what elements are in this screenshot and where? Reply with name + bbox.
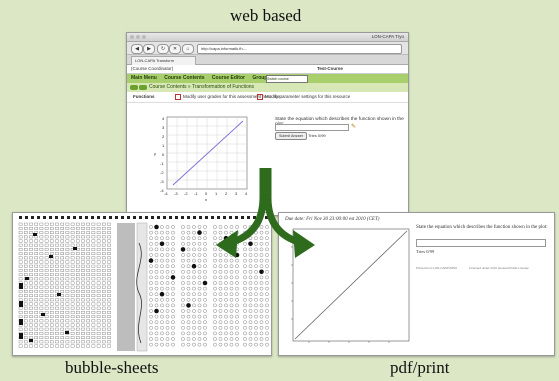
y-tick: -1	[160, 161, 164, 166]
tab-strip: LON-CAPA Transform	[127, 55, 408, 65]
reload-button: ↻	[157, 44, 169, 54]
option-modify-grades: Modify user grades for this assessment r…	[175, 92, 280, 102]
bubble-sheet-image	[12, 212, 272, 356]
x-axis-label: x	[205, 197, 207, 201]
url-bar: http://capa.informatik.fh-...	[197, 44, 402, 54]
answer-input	[275, 124, 349, 131]
x-tick: 2	[225, 191, 228, 196]
breadcrumb: Course Contents » Transformation of Func…	[127, 83, 408, 92]
arrowhead-right-icon	[293, 230, 315, 258]
y-tick: 1	[162, 143, 165, 148]
y-axis-label: y	[154, 151, 156, 156]
tries-counter: Tries 0/99	[308, 133, 326, 138]
pdf-function-plot	[291, 228, 410, 343]
pdf-due-date: Due date: Fri Nov 30 23:00:00 est 2010 (…	[285, 217, 380, 222]
functions-label: Functions	[133, 94, 155, 99]
y-tick: -2	[160, 170, 164, 175]
x-tick: 0	[205, 191, 208, 196]
y-tick: 0	[162, 152, 165, 157]
option-modify-parameters: Modify parameter settings for this resou…	[257, 92, 350, 102]
back-button: ◀	[131, 44, 143, 54]
home-button: ⌂	[182, 44, 194, 54]
grades-icon	[175, 93, 181, 100]
pdf-footer-right: Licensed under GNU General Public Licens…	[469, 266, 529, 270]
pdf-print-preview: Due date: Fri Nov 30 23:00:00 est 2010 (…	[278, 212, 555, 356]
window-controls	[130, 35, 148, 40]
x-tick: -3	[174, 191, 178, 196]
x-tick: 4	[245, 191, 248, 196]
functions-bar: Functions Modify user grades for this as…	[127, 92, 408, 103]
x-tick: 3	[235, 191, 238, 196]
back-arrow-icon	[130, 85, 138, 90]
pdf-footer-left: Printed from LON-CAPA©MSU	[416, 266, 458, 270]
stop-button: ✕	[169, 44, 181, 54]
web-function-plot: 4 3 2 1 0 -1 -2 -3 -4 y -4 -3 -2 -1 0 1 …	[154, 116, 248, 201]
arrow-to-pdf	[264, 168, 307, 248]
bubble-sheet-drawing	[18, 216, 269, 352]
x-tick: -4	[164, 191, 168, 196]
course-bar: (Course Coordinator) Test-Course	[127, 65, 408, 74]
x-tick: 1	[215, 191, 218, 196]
browser-toolbar: ◀ ▶ ↻ ✕ ⌂ http://capa.informatik.fh-...	[127, 42, 408, 55]
y-tick: 4	[162, 116, 165, 121]
arrow-to-bubble-sheets	[224, 168, 267, 248]
close-window-icon	[130, 35, 134, 39]
caption-pdf-print: pdf/print	[390, 358, 450, 377]
option-modify-grades-label: Modify user grades for this assessment r…	[183, 94, 281, 99]
window-titlebar: LON-CAPA Tryo	[127, 33, 408, 42]
main-menubar: Main Menu Course Contents Course Editor …	[127, 74, 408, 83]
y-tick: -4	[160, 188, 164, 193]
parameters-icon	[257, 93, 263, 100]
handwritten-signature	[136, 242, 142, 344]
browser-tab: LON-CAPA Transform	[131, 56, 196, 65]
submit-answer-button: Submit Answer	[275, 132, 307, 140]
breadcrumb-text: Course Contents » Transformation of Func…	[149, 84, 255, 90]
y-tick: 2	[162, 134, 165, 139]
option-modify-parameters-label: Modify parameter settings for this resou…	[265, 94, 351, 99]
maximize-window-icon	[142, 35, 146, 39]
pdf-tries: Tries 0/99	[416, 249, 435, 254]
forward-button: ▶	[143, 44, 155, 54]
minimize-window-icon	[136, 35, 140, 39]
pdf-function-line	[294, 230, 408, 340]
menu-course-contents: Course Contents	[164, 75, 205, 81]
browser-screenshot: LON-CAPA Tryo ◀ ▶ ↻ ✕ ⌂ http://capa.info…	[126, 32, 409, 216]
forward-arrow-icon	[139, 85, 147, 90]
arrowhead-left-icon	[216, 230, 238, 258]
course-role: (Course Coordinator)	[131, 66, 174, 71]
menu-groups: Groups	[252, 75, 271, 81]
x-tick: -2	[184, 191, 188, 196]
pencil-icon: ✎	[351, 124, 357, 130]
pdf-question-text: State the equation which describes the f…	[416, 225, 548, 230]
caption-web-based: web based	[230, 6, 302, 25]
x-tick: -1	[194, 191, 198, 196]
y-tick: 3	[162, 125, 165, 130]
y-tick: -3	[160, 179, 164, 184]
caption-bubble-sheets: bubble-sheets	[65, 358, 159, 377]
course-name: Test-Course	[317, 66, 343, 71]
menu-course-editor: Course Editor	[211, 75, 245, 81]
pdf-answer-box	[416, 239, 546, 247]
window-title: LON-CAPA Tryo	[371, 34, 404, 39]
menu-main: Main Menu	[131, 75, 157, 81]
function-line	[172, 120, 244, 186]
course-select: Switch course	[266, 75, 308, 83]
